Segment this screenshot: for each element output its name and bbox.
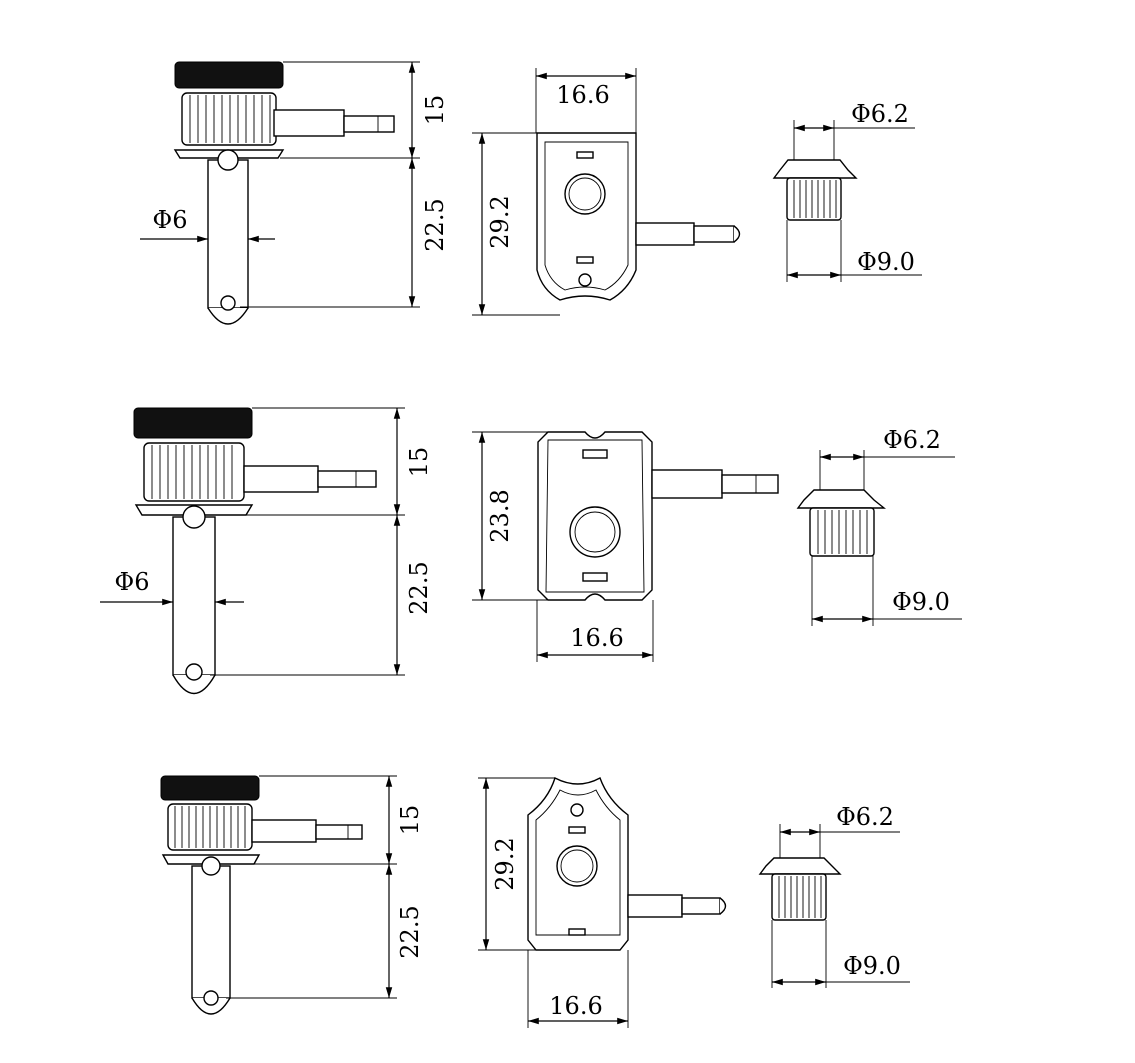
bushing-bottom-dia-label-2: Φ9.0 — [892, 588, 950, 616]
plate-width-label-3: 16.6 — [549, 992, 602, 1020]
row-2: 15 22.5 Φ6 23.8 16.6 — [100, 407, 962, 694]
plate-height-label-3: 29.2 — [491, 837, 519, 890]
height-bottom-label-3: 22.5 — [396, 905, 424, 958]
side-view-1 — [173, 61, 395, 325]
knurled-cap-2 — [133, 407, 253, 439]
shaft-dia-label-2: Φ6 — [115, 568, 150, 596]
bushing-view-2 — [796, 489, 886, 557]
plate-width-label-1: 16.6 — [556, 81, 609, 109]
height-top-label-3: 15 — [396, 805, 424, 836]
bushing-view-1 — [772, 159, 858, 221]
shaft-2 — [172, 516, 216, 676]
height-bottom-label-2: 22.5 — [405, 561, 433, 614]
plate-view-2 — [537, 431, 779, 601]
plate-dims-3: 29.2 16.6 — [478, 777, 629, 1028]
plate-dims-1: 16.6 29.2 — [472, 68, 637, 316]
bushing-dims-3: Φ6.2 Φ9.0 — [771, 803, 910, 988]
side-dims-2: 15 22.5 Φ6 — [100, 407, 433, 676]
ribbed-housing-2 — [143, 442, 245, 502]
plate-width-label-2: 16.6 — [570, 624, 623, 652]
plate-dims-2: 23.8 16.6 — [472, 431, 654, 662]
bushing-top-dia-label-3: Φ6.2 — [836, 803, 894, 831]
plate-height-label-1: 29.2 — [486, 195, 514, 248]
height-top-label-1: 15 — [421, 95, 449, 126]
shaft-1 — [207, 159, 249, 309]
row-3: 15 22.5 29.2 16.6 — [160, 775, 910, 1028]
height-bottom-label-1: 22.5 — [421, 198, 449, 251]
plate-view-1 — [536, 132, 741, 301]
bushing-dims-2: Φ6.2 Φ9.0 — [811, 426, 962, 626]
bushing-bottom-dia-label-1: Φ9.0 — [857, 248, 915, 276]
bushing-bottom-dia-label-3: Φ9.0 — [843, 952, 901, 980]
side-dims-3: 15 22.5 — [226, 775, 424, 999]
plate-height-label-2: 23.8 — [486, 489, 514, 542]
knurled-cap-1 — [174, 61, 284, 89]
row-1: 15 22.5 Φ6 16.6 29.2 — [140, 61, 922, 325]
side-dims-1: 15 22.5 Φ6 — [140, 61, 449, 308]
height-top-label-2: 15 — [405, 447, 433, 478]
bushing-view-3 — [758, 857, 842, 921]
knurled-cap-3 — [160, 775, 260, 801]
side-view-3 — [160, 775, 363, 1015]
shaft-3 — [191, 865, 231, 999]
side-view-2 — [133, 407, 377, 694]
bushing-top-dia-label-2: Φ6.2 — [883, 426, 941, 454]
bushing-top-dia-label-1: Φ6.2 — [851, 100, 909, 128]
bushing-dims-1: Φ6.2 Φ9.0 — [786, 100, 922, 282]
shaft-dia-label-1: Φ6 — [153, 206, 188, 234]
plate-view-3 — [527, 776, 727, 951]
